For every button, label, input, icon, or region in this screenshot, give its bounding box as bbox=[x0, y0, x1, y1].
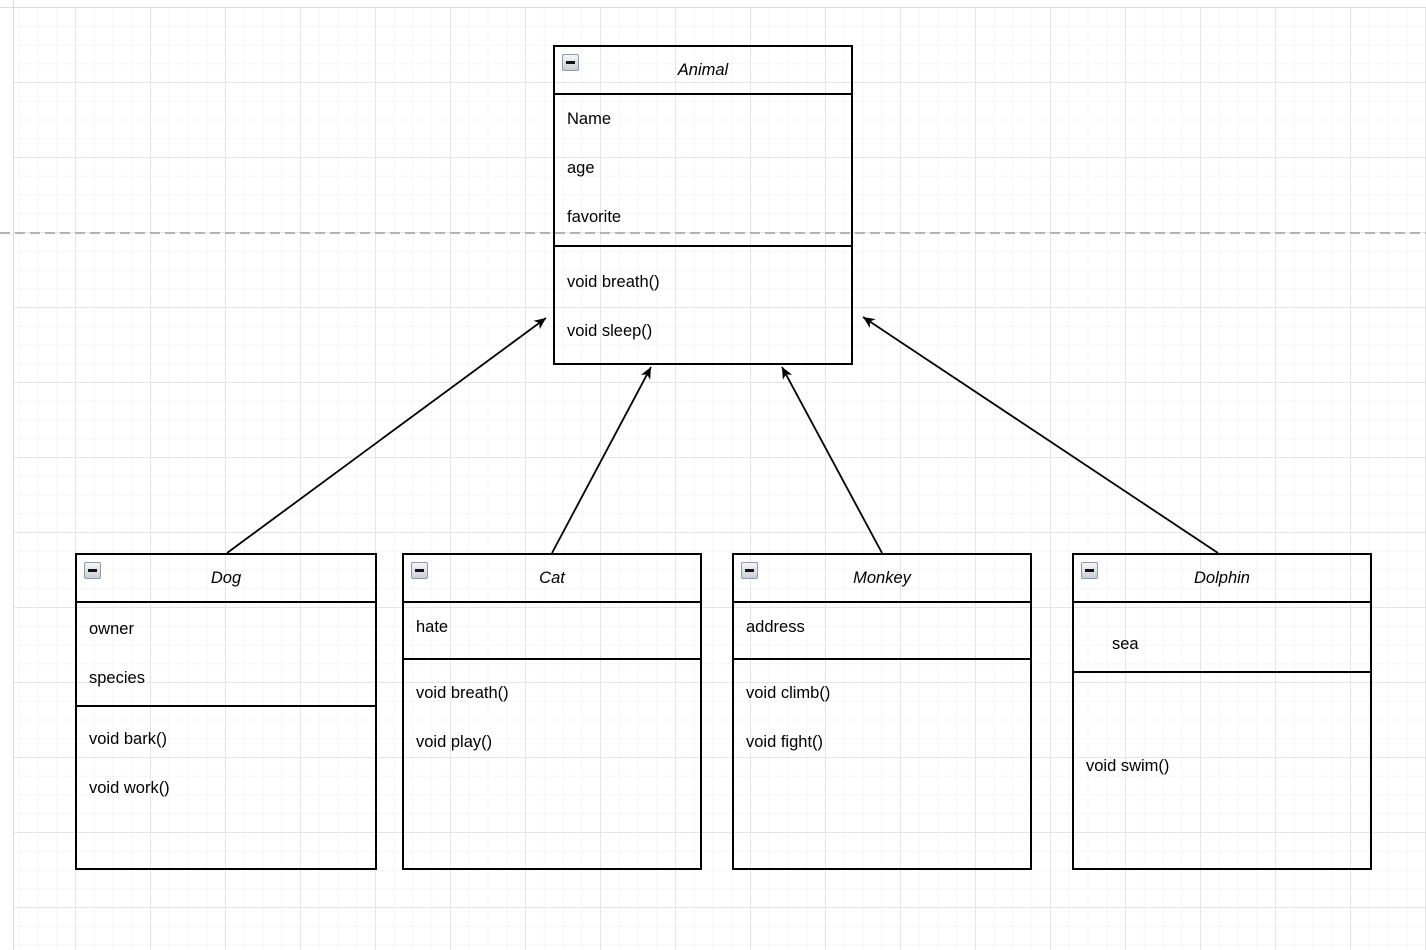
method-item[interactable]: void swim() bbox=[1086, 757, 1170, 775]
inheritance-arrow-dog-animal[interactable] bbox=[226, 317, 547, 554]
class-name: Cat bbox=[539, 568, 565, 587]
methods-section: void bark() void work() bbox=[77, 707, 375, 813]
field-item[interactable]: owner bbox=[89, 620, 134, 638]
field-item[interactable]: age bbox=[567, 159, 595, 177]
field-item[interactable]: hate bbox=[416, 618, 449, 636]
class-name: Monkey bbox=[853, 568, 911, 587]
method-item[interactable]: void bark() bbox=[89, 730, 167, 748]
methods-section: void breath() void sleep() bbox=[555, 247, 851, 356]
class-box-cat[interactable]: Cat hate void breath() void play() bbox=[402, 553, 702, 870]
methods-section: void climb() void fight() bbox=[734, 660, 1030, 767]
class-title-bar[interactable]: Monkey bbox=[734, 555, 1030, 603]
inheritance-arrow-monkey-animal[interactable] bbox=[781, 366, 883, 554]
method-item[interactable]: void work() bbox=[89, 779, 170, 797]
page-edge-horizontal bbox=[0, 7, 1426, 8]
field-item[interactable]: address bbox=[746, 618, 805, 636]
fields-section: hate bbox=[404, 603, 700, 660]
class-name: Dolphin bbox=[1194, 568, 1250, 587]
class-name: Animal bbox=[677, 60, 729, 79]
class-box-animal[interactable]: Animal Name age favorite void breath() v… bbox=[553, 45, 853, 365]
class-box-dog[interactable]: Dog owner species void bark() void work(… bbox=[75, 553, 377, 870]
class-title-bar[interactable]: Dolphin bbox=[1074, 555, 1370, 603]
class-title-bar[interactable]: Dog bbox=[77, 555, 375, 603]
class-title-bar[interactable]: Animal bbox=[555, 47, 851, 95]
method-item[interactable]: void breath() bbox=[416, 684, 509, 702]
class-title-bar[interactable]: Cat bbox=[404, 555, 700, 603]
fields-section: Name age favorite bbox=[555, 95, 851, 247]
inheritance-arrow-cat-animal[interactable] bbox=[551, 366, 652, 554]
method-item[interactable]: void play() bbox=[416, 733, 493, 751]
collapse-minus-icon[interactable] bbox=[741, 562, 758, 579]
method-item[interactable]: void fight() bbox=[746, 733, 824, 751]
inheritance-arrow-dolphin-animal[interactable] bbox=[862, 316, 1219, 554]
fields-section: owner species bbox=[77, 603, 375, 707]
methods-section: void breath() void play() bbox=[404, 660, 700, 767]
collapse-minus-icon[interactable] bbox=[1081, 562, 1098, 579]
class-name: Dog bbox=[210, 568, 242, 587]
page-margin-left bbox=[0, 0, 13, 950]
field-item[interactable]: Name bbox=[567, 110, 612, 128]
page-edge-vertical bbox=[13, 0, 14, 950]
collapse-minus-icon[interactable] bbox=[411, 562, 428, 579]
page-margin-top bbox=[0, 0, 1426, 7]
method-item[interactable]: void sleep() bbox=[567, 322, 653, 340]
field-item[interactable]: species bbox=[89, 669, 145, 687]
collapse-minus-icon[interactable] bbox=[84, 562, 101, 579]
methods-section: void swim() bbox=[1074, 673, 1370, 791]
fields-section: sea bbox=[1074, 603, 1370, 673]
field-item[interactable]: favorite bbox=[567, 208, 622, 226]
method-item[interactable]: void breath() bbox=[567, 273, 660, 291]
method-item[interactable]: void climb() bbox=[746, 684, 831, 702]
class-box-dolphin[interactable]: Dolphin sea void swim() bbox=[1072, 553, 1372, 870]
class-box-monkey[interactable]: Monkey address void climb() void fight() bbox=[732, 553, 1032, 870]
field-item[interactable]: sea bbox=[1112, 635, 1139, 653]
collapse-minus-icon[interactable] bbox=[562, 54, 579, 71]
fields-section: address bbox=[734, 603, 1030, 660]
